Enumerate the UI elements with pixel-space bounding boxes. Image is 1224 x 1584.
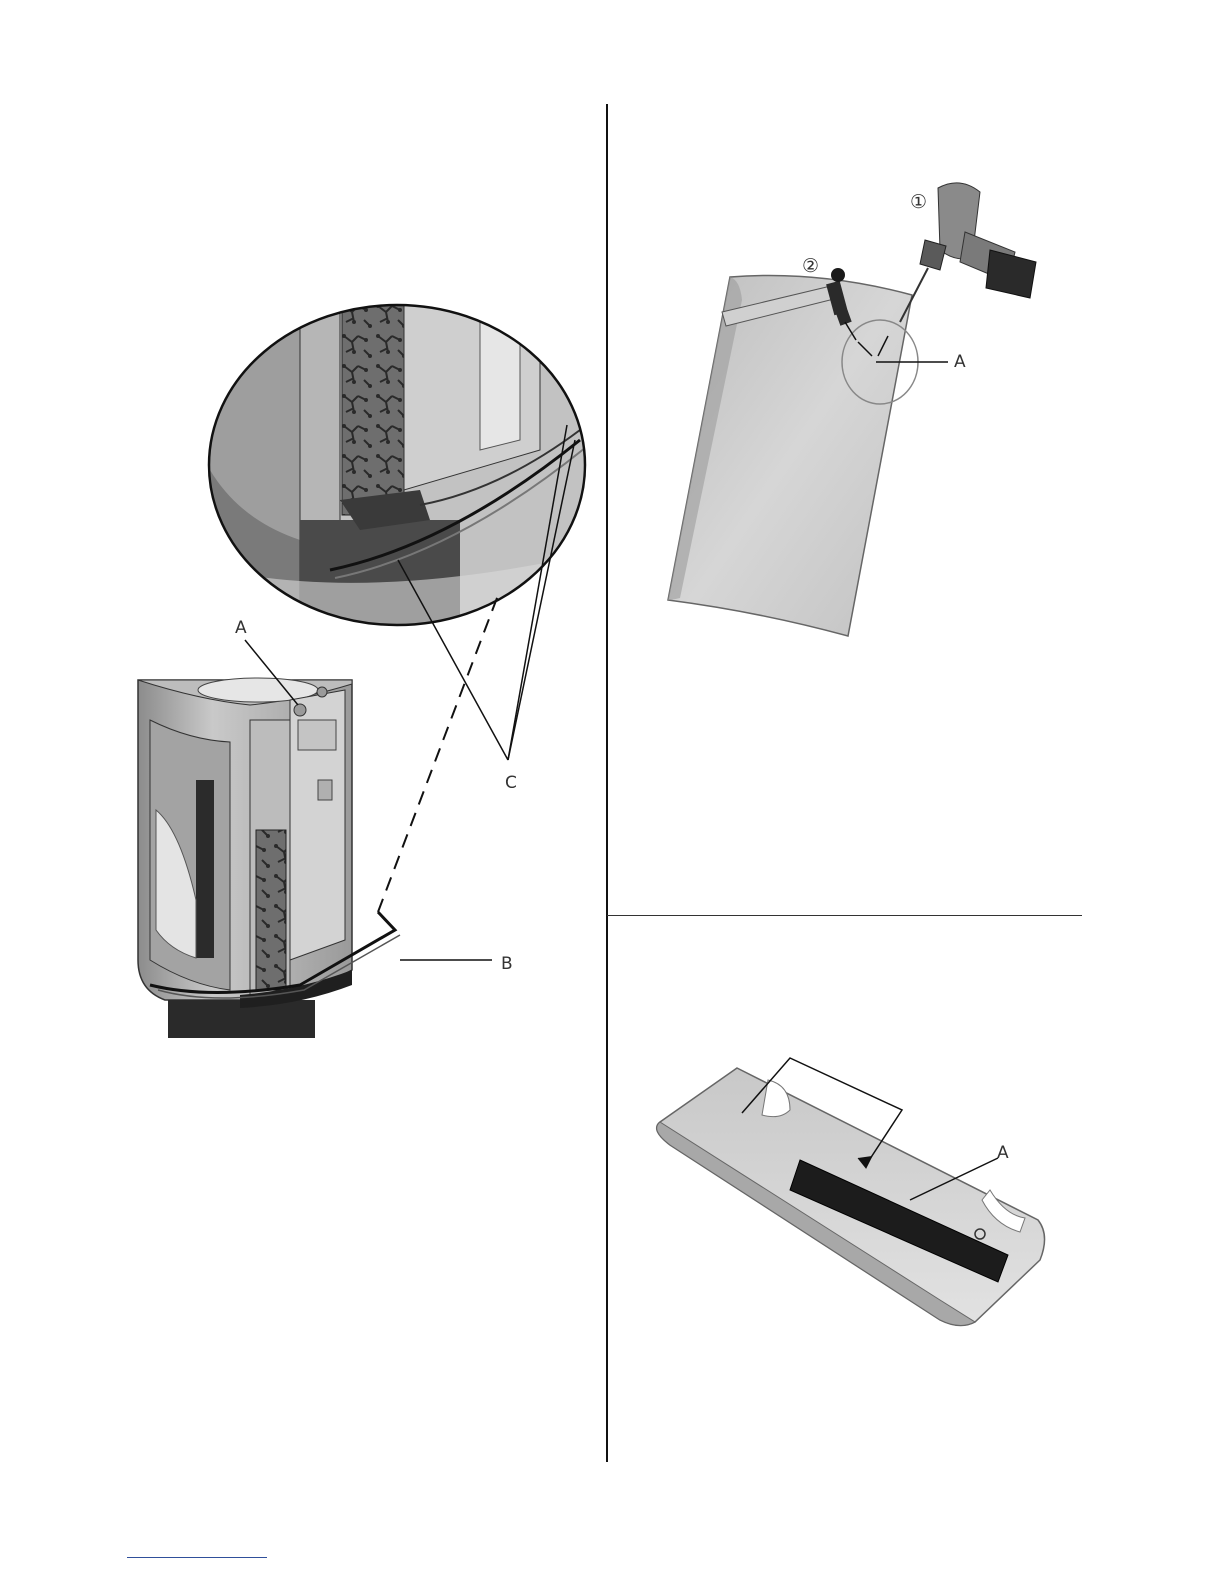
detail-magnifier [200, 300, 600, 640]
callout-b: B [501, 956, 513, 973]
stove-body [138, 678, 352, 1038]
callout-a: A [235, 620, 247, 637]
callout-panel-a: A [954, 354, 966, 371]
callout-tray-a: A [997, 1145, 1009, 1162]
figure-1-stove-assembly [138, 300, 600, 1038]
step-two-marker: ② [802, 257, 819, 276]
figure-2-panel-drilling [668, 183, 1036, 636]
step-one-marker: ① [910, 193, 927, 212]
column-divider [606, 104, 608, 1462]
footer-link-underline[interactable] [127, 1557, 267, 1558]
callout-c: C [505, 775, 517, 792]
figure-3-base-tray [657, 1058, 1045, 1326]
section-divider [607, 915, 1082, 916]
projection-line [378, 590, 500, 912]
